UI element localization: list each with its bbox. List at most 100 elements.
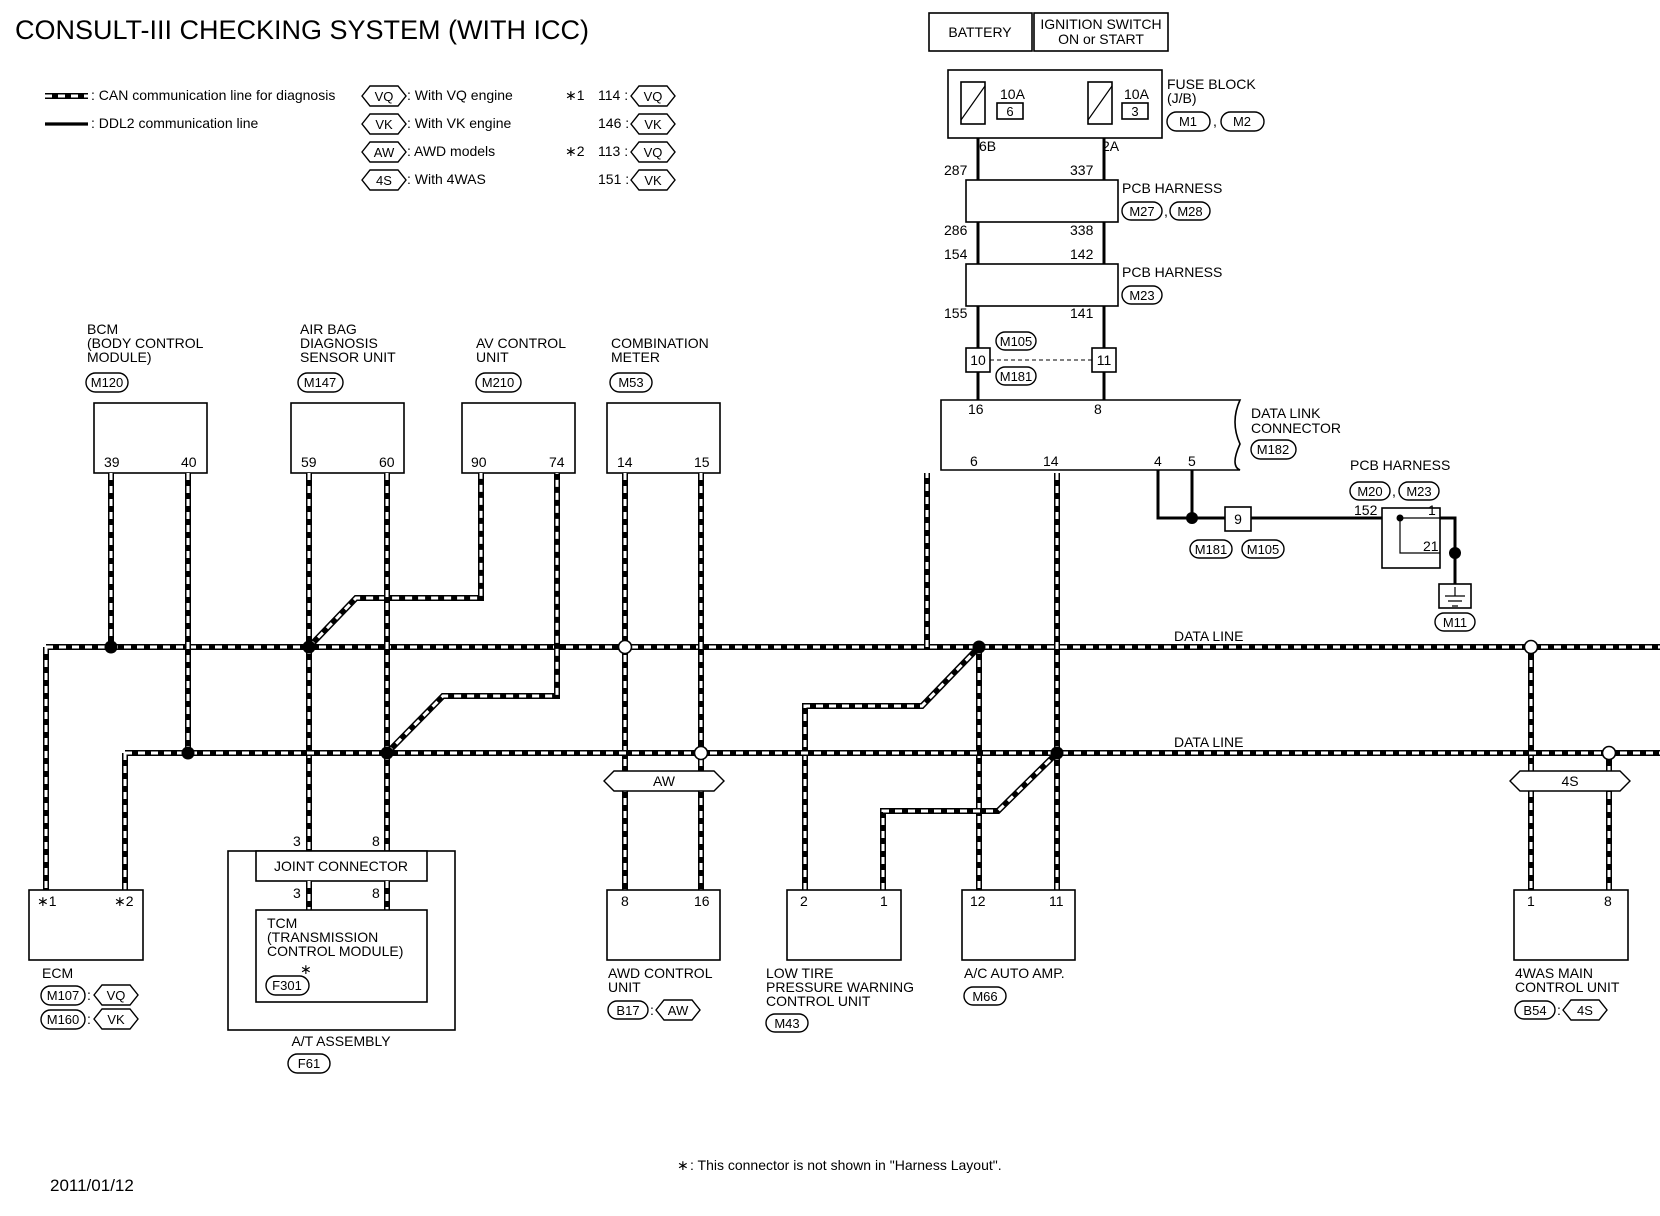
ground-conn-m181: M181 <box>1195 542 1228 557</box>
pcb-harness-2-conn: M23 <box>1129 288 1154 303</box>
pcb1-pin-287: 287 <box>944 162 968 178</box>
option-tag-4s-label: 4S <box>1561 773 1578 789</box>
air-bag-pin-60: 60 <box>379 454 395 470</box>
legend-note-pin-1: 114 : <box>598 87 628 103</box>
legend-note-code-2: VK <box>644 117 662 132</box>
ground-branch: 9 M181 M105 PCB HARNESS M20 , M23 152 1 … <box>1156 457 1476 632</box>
tcm-pin-8: 8 <box>372 885 380 901</box>
4was-conn: B54 <box>1523 1003 1546 1018</box>
ecm-label: ECM <box>42 965 73 981</box>
fuse-right-terminal: 2A <box>1102 138 1120 154</box>
svg-text:,: , <box>1213 113 1217 129</box>
joint-conn-m105: M105 <box>1000 334 1033 349</box>
ground-pcb-conn-1: M20 <box>1357 484 1382 499</box>
data-line-label-2: DATA LINE <box>1174 734 1244 750</box>
option-tag-4s: 4S <box>1509 770 1631 792</box>
legend-can-text: : CAN communication line for diagnosis <box>91 87 335 103</box>
av-control-pin-90: 90 <box>471 454 487 470</box>
4was-pin-8: 8 <box>1604 893 1612 909</box>
joint-connector-pin-3-top: 3 <box>293 833 301 849</box>
awd-label-1: AWD CONTROL <box>608 965 713 981</box>
low-tire-conn: M43 <box>774 1016 799 1031</box>
dlc-pin-16: 16 <box>968 401 984 417</box>
legend-note-mark-3: ∗2 <box>565 143 585 159</box>
pcb-harness-2-label: PCB HARNESS <box>1122 264 1222 280</box>
joint-connector-pin-8-top: 8 <box>372 833 380 849</box>
module-ac-auto-amp: 12 11 A/C AUTO AMP. M66 <box>961 889 1076 1006</box>
combination-meter-pin-15: 15 <box>694 454 710 470</box>
at-assembly-label: A/T ASSEMBLY <box>291 1033 391 1049</box>
4was-pin-1: 1 <box>1527 893 1535 909</box>
fuse-right-num: 3 <box>1131 104 1138 119</box>
low-tire-label-3: CONTROL UNIT <box>766 993 871 1009</box>
svg-text::: : <box>1557 1002 1561 1018</box>
can-lines <box>43 473 1660 918</box>
av-control-pin-74: 74 <box>549 454 565 470</box>
av-control-conn: M210 <box>482 375 515 390</box>
4was-label-2: CONTROL UNIT <box>1515 979 1620 995</box>
ignition-switch-label-2: ON or START <box>1058 31 1144 47</box>
low-tire-pin-1: 1 <box>880 893 888 909</box>
legend-note-pin-4: 151 : <box>598 171 629 187</box>
bcm-conn: M120 <box>91 375 124 390</box>
combination-meter-pin-14: 14 <box>617 454 633 470</box>
module-awd-control: 8 16 AWD CONTROL UNIT B17 : AW <box>606 889 721 1021</box>
module-ecm: ∗1 ∗2 ECM M107 : VQ M160 : VK <box>28 889 144 1030</box>
option-tag-aw-label: AW <box>653 773 676 789</box>
module-combination-meter: COMBINATION METER M53 14 15 <box>606 335 721 474</box>
legend-note-pin-2: 146 : <box>598 115 629 131</box>
air-bag-label-2: DIAGNOSIS <box>300 335 378 351</box>
fuse-block-label-2: (J/B) <box>1167 90 1197 106</box>
ac-amp-conn: M66 <box>972 989 997 1004</box>
av-control-label-1: AV CONTROL <box>476 335 566 351</box>
ecm-pin-2: ∗2 <box>114 893 134 909</box>
ground-pin-21: 21 <box>1423 538 1439 554</box>
legend-code-vk-text: : With VK engine <box>407 115 511 131</box>
svg-text::: : <box>650 1002 654 1018</box>
ac-amp-pin-12: 12 <box>970 893 986 909</box>
legend-note-code-1: VQ <box>644 89 663 104</box>
ignition-switch-box <box>1033 12 1169 52</box>
legend: : CAN communication line for diagnosis :… <box>45 85 676 191</box>
dlc-pin-5: 5 <box>1188 453 1196 469</box>
bcm-label-1: BCM <box>87 321 118 337</box>
svg-text::: : <box>87 987 91 1003</box>
air-bag-conn: M147 <box>304 375 337 390</box>
legend-note-code-3: VQ <box>644 145 663 160</box>
module-4was-main: 1 8 4WAS MAIN CONTROL UNIT B54 : 4S <box>1513 889 1629 1021</box>
pcb2-pin-154: 154 <box>944 246 968 262</box>
legend-code-vq: VQ <box>375 89 394 104</box>
low-tire-label-2: PRESSURE WARNING <box>766 979 914 995</box>
pcb2-pin-142: 142 <box>1070 246 1094 262</box>
legend-code-vq-text: : With VQ engine <box>407 87 513 103</box>
legend-code-4s-text: : With 4WAS <box>407 171 486 187</box>
diagram-date: 2011/01/12 <box>50 1176 134 1195</box>
power-supply: BATTERY IGNITION SWITCH ON or START 10A … <box>928 12 1265 154</box>
combination-meter-conn: M53 <box>618 375 643 390</box>
legend-code-4s: 4S <box>376 173 392 188</box>
pcb-harness-1-box <box>965 179 1119 223</box>
dlc-label-1: DATA LINK <box>1251 405 1321 421</box>
svg-text:,: , <box>1392 483 1396 499</box>
module-low-tire-pressure: 2 1 LOW TIRE PRESSURE WARNING CONTROL UN… <box>765 889 914 1033</box>
pcb2-pin-155: 155 <box>944 305 968 321</box>
ecm-code-vk: VK <box>107 1012 125 1027</box>
module-air-bag: AIR BAG DIAGNOSIS SENSOR UNIT M147 59 60 <box>290 321 405 474</box>
junctions <box>104 639 1617 761</box>
legend-note-code-4: VK <box>644 173 662 188</box>
legend-note-pin-3: 113 : <box>598 143 628 159</box>
ground-conn-m11: M11 <box>1443 615 1467 630</box>
ecm-conn-m160: M160 <box>47 1012 80 1027</box>
legend-code-vk: VK <box>375 117 393 132</box>
data-line-label-1: DATA LINE <box>1174 628 1244 644</box>
dlc-pin-8: 8 <box>1094 401 1102 417</box>
awd-conn: B17 <box>616 1003 639 1018</box>
ground-pcb-conn-2: M23 <box>1406 484 1431 499</box>
tcm-label-2: (TRANSMISSION <box>267 929 378 945</box>
data-link-connector: 16 8 6 14 4 5 DATA LINK CONNECTOR M182 <box>940 399 1341 471</box>
air-bag-label-3: SENSOR UNIT <box>300 349 396 365</box>
joint-pin-10: 10 <box>970 352 986 368</box>
ground-pin-9: 9 <box>1234 511 1242 527</box>
fuse-left-num: 6 <box>1006 104 1013 119</box>
